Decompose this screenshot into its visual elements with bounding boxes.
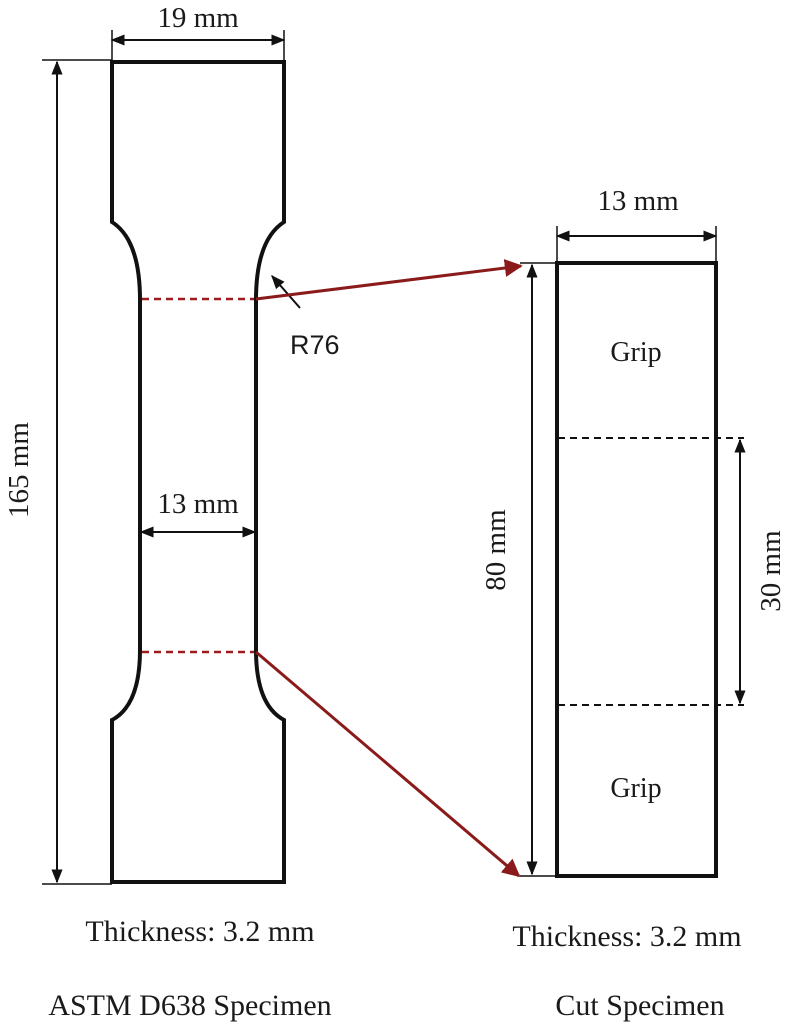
cut-specimen-outline: [555, 261, 718, 878]
right-caption: Cut Specimen: [555, 989, 724, 1022]
grip-top-label: Grip: [610, 337, 661, 368]
width-top-label: 19 mm: [157, 2, 239, 34]
left-thickness-label: Thickness: 3.2 mm: [85, 915, 314, 948]
radius-label: R76: [290, 330, 340, 360]
grip-bottom-label: Grip: [610, 773, 661, 804]
arrow-top-to-cut: [255, 259, 523, 301]
gauge-width-label: 13 mm: [157, 488, 239, 520]
length-label: 165 mm: [3, 422, 35, 518]
gauge-length-label: 30 mm: [755, 530, 787, 612]
cut-length-label: 80 mm: [480, 509, 512, 591]
right-thickness-label: Thickness: 3.2 mm: [512, 920, 741, 953]
dogbone-outline: [110, 60, 286, 884]
arrow-bottom-to-cut: [255, 650, 521, 878]
cut-width-label: 13 mm: [597, 185, 679, 217]
left-caption: ASTM D638 Specimen: [48, 989, 331, 1022]
radius-leader: [271, 274, 301, 309]
